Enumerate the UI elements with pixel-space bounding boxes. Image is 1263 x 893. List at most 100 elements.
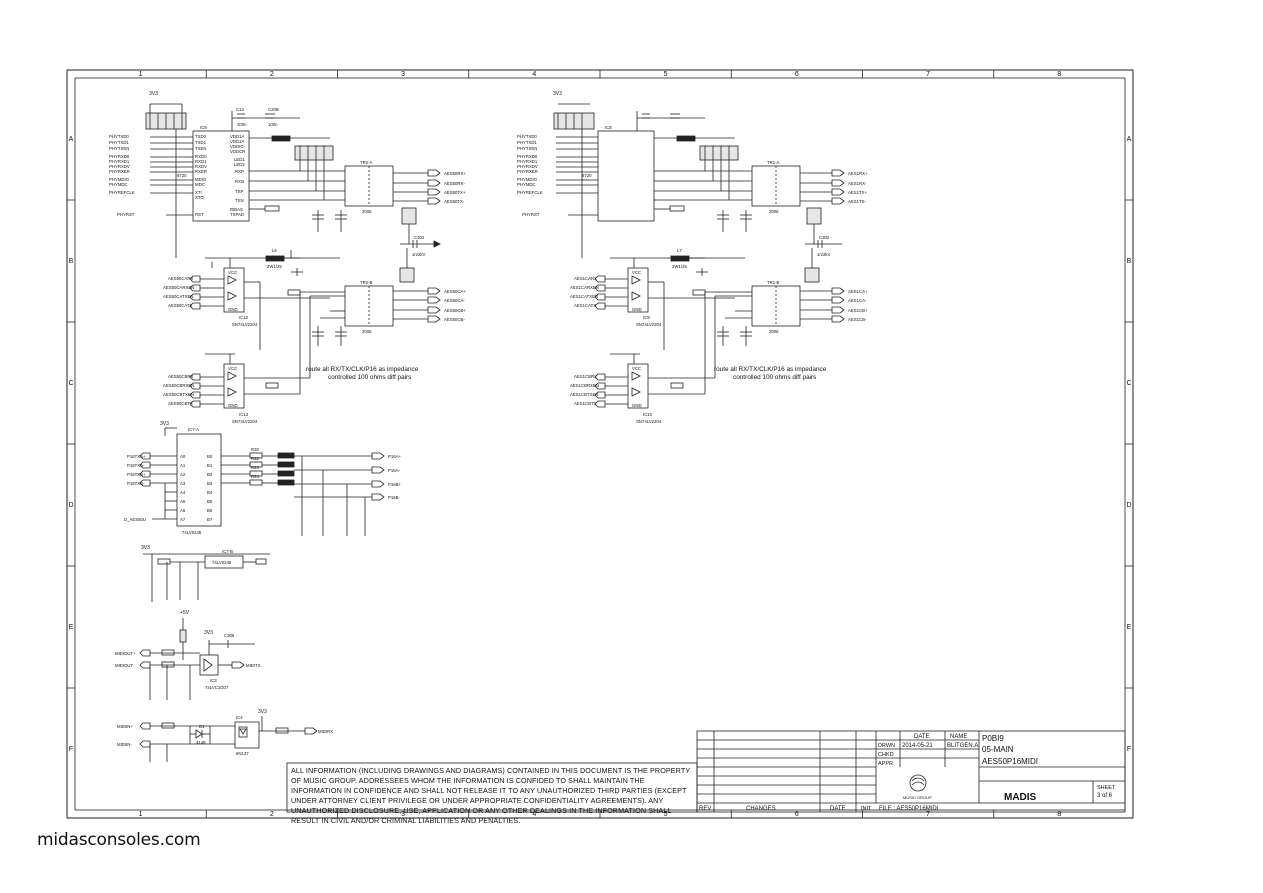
tb-product: MADIS — [1004, 792, 1037, 803]
frame-zone-label: 7 — [926, 71, 930, 78]
buffer-b-vcc-b: VCC — [632, 366, 641, 371]
buffer-b-gnd: GND — [632, 307, 642, 312]
frame-zone-label: 5 — [664, 71, 668, 78]
p16b-part: 74LV0245 — [212, 560, 232, 565]
frame-zone-label: 8 — [1057, 71, 1061, 78]
buffers-a-section — [189, 248, 441, 409]
route-note-a: route all RX/TX/CLK/P16 as impedance con… — [306, 366, 419, 381]
tb-sheet-name: 05-MAIN — [982, 745, 1014, 754]
frame-zone-label: A — [1127, 136, 1132, 143]
midi-in-diode-part: 4148 — [196, 740, 206, 745]
p16-buffer-b-section — [143, 553, 270, 602]
buffer-a-part-b: SN74LV2204 — [232, 419, 258, 424]
p16-out-net: P16A- — [388, 468, 401, 473]
buffer-b-part: SN74LV2204 — [636, 322, 662, 327]
phy-a-net: PHYTXD1 — [109, 140, 129, 145]
phy-b-transformer-b: TR1-B — [767, 280, 780, 285]
phy-a-pin: RXD0 — [195, 154, 207, 159]
phy-b-net: PHYMDC — [517, 182, 536, 187]
buffer-b-gnd-b: GND — [632, 403, 642, 408]
phy-a-supply-pin: VDD2A — [230, 139, 244, 144]
phy-a-transformer-b: TR2-B — [360, 280, 373, 285]
frame-zone-label: 6 — [795, 71, 799, 78]
phy-a-pin: TXPAD — [230, 212, 244, 217]
tb-appr: APPR — [878, 761, 893, 767]
phy-b-net: PHYTXD1 — [517, 140, 537, 145]
watermark: midasconsoles.com — [37, 830, 201, 850]
frame-zone-marks — [67, 70, 1133, 818]
frame-zone-label: 4 — [532, 71, 536, 78]
midi-out-cap: C306 — [224, 633, 235, 638]
buffer-b-net-b: AES1CBTXEN — [570, 392, 598, 397]
phy-b-section — [553, 103, 845, 258]
phy-b-net: PHYREFCLK — [517, 190, 543, 195]
p16-buffer-section — [139, 427, 385, 536]
frame-zone-label: B — [69, 258, 74, 265]
p16-buffer-labels: 3V3 IC7-A 74LV0245 P16TXA+ P16TXA- P16TX… — [124, 421, 402, 535]
midi-in-net: MIDIIN- — [117, 742, 132, 747]
phy-a-cap-label: C302 — [414, 235, 425, 240]
phy-a-out-net-b: AES50CA+ — [444, 289, 466, 294]
phy-b-net: PHYMDIO — [517, 177, 538, 182]
midi-out-labels: +5V 3V3 C306 MIDIOUT+ MIDIOUT- IC3 74LVC… — [115, 610, 261, 690]
phy-b-power-label: 3V3 — [553, 91, 562, 97]
buffer-a-net-b: AES50CBRXEN — [163, 383, 194, 388]
phy-a-transformer: TR2-A — [360, 160, 373, 165]
p16-buffer-b-labels: 3V3 IC7-B 74LV0245 — [141, 545, 233, 565]
phy-b-net: PHYRXD1 — [517, 159, 538, 164]
phy-b-out-net: AES1TX- — [848, 199, 866, 204]
tb-file: FILE : AES50P16MIDI — [879, 806, 939, 812]
midi-in-section — [139, 716, 318, 762]
p16-resistor: R22 — [251, 456, 259, 461]
tb-hdr-date: DATE — [914, 734, 930, 740]
phy-b-transformer: TR1-A — [767, 160, 780, 165]
frame-zone-label: E — [69, 624, 74, 631]
phy-a-net: PHYMDIO — [109, 177, 130, 182]
p16-out-net: P16B+ — [388, 482, 402, 487]
frame-zone-label: 8 — [1057, 811, 1061, 818]
phy-a-pin: RXD1 — [195, 159, 207, 164]
phy-a-port-pin: RXP — [235, 169, 244, 174]
p16-a-pin: A0 — [180, 454, 186, 459]
buffers-b-labels: AES1CARX AES1CARXEN AES1CATXEN AES1CATX … — [570, 248, 868, 424]
p16-a-pin: A4 — [180, 490, 186, 495]
tb-project: P0BI9 — [982, 734, 1004, 743]
p16-power-label: 3V3 — [160, 421, 169, 427]
p16-resistor: R23 — [251, 465, 259, 470]
buffer-a-inductor-part: 2W1/25 — [267, 264, 282, 269]
phy-b-net: PHYTXD0 — [517, 134, 537, 139]
phy-a-port-pin: TXP — [235, 189, 243, 194]
p16-in-net: P16TXA- — [127, 463, 145, 468]
phy-b-cap-value: 1n/2kV — [817, 252, 831, 257]
p16-part: 74LV0245 — [182, 530, 202, 535]
midi-out-out-net: MIDITX — [246, 663, 261, 668]
frame-zone-label: D — [68, 502, 73, 509]
phy-a-out-net-b: AES50CB- — [444, 317, 465, 322]
phy-a-net: PHYRXER — [109, 169, 130, 174]
phy-b-out-net-b: AES1CA+ — [848, 289, 868, 294]
phy-a-pin: RXDV — [195, 164, 207, 169]
midi-out-ic: IC3 — [210, 678, 217, 683]
phy-a-out-net-b: AES50CB+ — [444, 308, 466, 313]
phy-a-out-net: AES50TX- — [444, 199, 465, 204]
phy-a-net: PHYTXEN — [109, 146, 129, 151]
tb-sheet-label: SHEET — [1097, 785, 1116, 791]
p16-b-pin: B2 — [207, 472, 213, 477]
tb-chkd: CHKD — [878, 752, 894, 758]
buffer-a-net: AES50CARX — [168, 276, 193, 281]
phy-a-labels: 3V3 IC9 8720 C14 100n C20B 100n PHYTXD0 … — [109, 91, 466, 257]
phy-a-supply-pin: VDDCR — [230, 149, 245, 154]
phy-a-section — [145, 103, 441, 258]
phy-b-net: PHYRXD0 — [517, 154, 538, 159]
p16-in-net: P16TXA+ — [127, 454, 146, 459]
frame-zone-label: A — [69, 136, 74, 143]
midi-in-net: MIDIIN+ — [117, 724, 133, 729]
phy-a-out-net: AES50RX- — [444, 181, 465, 186]
buffers-a-labels: AES50CARX AES50CARXEN AES50CATXEN AES50C… — [163, 248, 466, 424]
p16b-power-label: 3V3 — [141, 545, 150, 551]
midi-in-out-net: MIDIRX — [318, 729, 333, 734]
buffer-a-gnd: GND — [228, 307, 238, 312]
buffer-a-part: SN74LV2204 — [232, 322, 258, 327]
p16-a-pin: A5 — [180, 499, 186, 504]
p16-b-pin: B0 — [207, 454, 213, 459]
